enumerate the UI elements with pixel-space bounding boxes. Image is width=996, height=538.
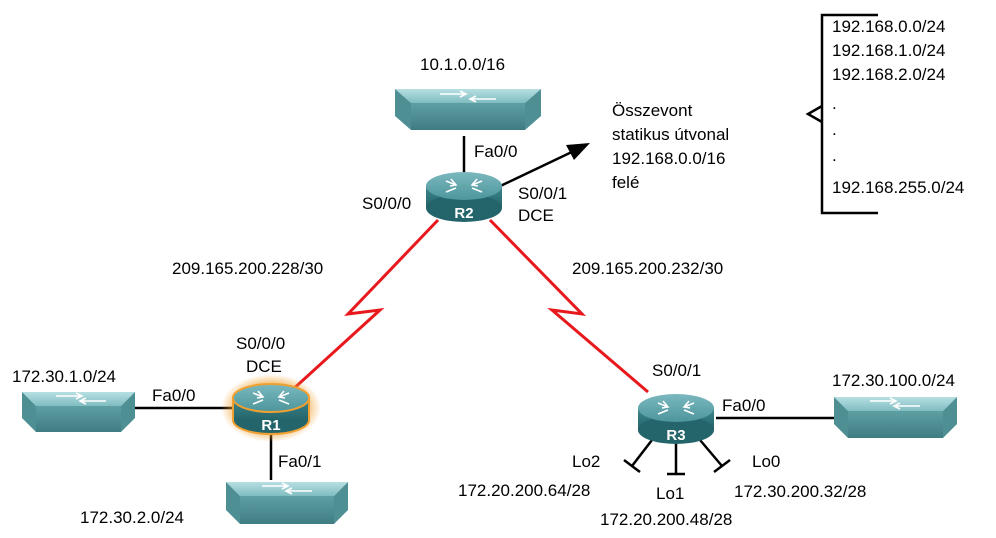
r3-lan-network: 172.30.100.0/24 [832,371,955,390]
summary-note-line3: 192.168.0.0/16 [612,149,726,168]
lo0-label: Lo0 [752,452,781,471]
switch-r1-lan1 [22,392,135,432]
lo2-label: Lo2 [572,452,601,471]
route-list-item: . [832,94,837,113]
switch-r3-lan [834,397,957,438]
route-list-item: 192.168.255.0/24 [832,178,965,197]
r2-dce-label: DCE [518,206,554,225]
router-r1: R1 [221,374,321,442]
wan-link-r2-r3 [488,218,649,394]
r2-fa00-label: Fa0/0 [474,142,518,161]
wan-r2-r3-network: 209.165.200.232/30 [572,259,724,278]
wan-r1-r2-network: 209.165.200.228/30 [172,259,324,278]
route-list-bracket [820,13,878,215]
lo1-network: 172.20.200.48/28 [600,510,733,529]
summary-note-line4: felé [612,173,640,192]
switch-r2-lan [395,89,541,130]
summary-note-line1: Összevont [612,101,693,120]
router-r3-name: R3 [666,427,685,444]
r1-dce-label: DCE [246,357,282,376]
router-r2-name: R2 [454,205,473,222]
r2-lan-network: 10.1.0.0/16 [420,55,506,74]
lo0-network: 172.30.200.32/28 [734,482,867,501]
r3-fa00-label: Fa0/0 [722,396,766,415]
r1-s000-label: S0/0/0 [236,334,286,353]
route-list-item: . [832,146,837,165]
route-list-item: 192.168.0.0/24 [832,17,946,36]
lo0-stub [699,439,723,467]
router-r2: R2 [426,172,502,222]
router-r1-name: R1 [261,417,280,434]
summary-arrow [491,143,590,192]
r1-lan1-network: 172.30.1.0/24 [12,367,116,386]
wan-link-r1-r2 [288,218,440,394]
route-list-item: . [832,120,837,139]
route-list-item: 192.168.2.0/24 [832,65,946,84]
r1-fa00-label: Fa0/0 [152,386,196,405]
r1-fa01-label: Fa0/1 [278,452,322,471]
summary-note-line2: statikus útvonal [612,125,730,144]
lo2-stub [631,439,653,467]
route-list-item: 192.168.1.0/24 [832,41,946,60]
r3-s001-label: S0/0/1 [652,361,702,380]
lo2-network: 172.20.200.64/28 [458,481,591,500]
router-r3: R3 [638,394,714,444]
r2-s001-label: S0/0/1 [518,184,568,203]
r1-lan2-network: 172.30.2.0/24 [80,508,184,527]
loopback-stubs [623,439,731,476]
switch-r1-lan2 [226,482,348,524]
lo1-label: Lo1 [656,484,685,503]
r2-s000-label: S0/0/0 [362,194,412,213]
route-list-bracket-tip [805,104,823,124]
